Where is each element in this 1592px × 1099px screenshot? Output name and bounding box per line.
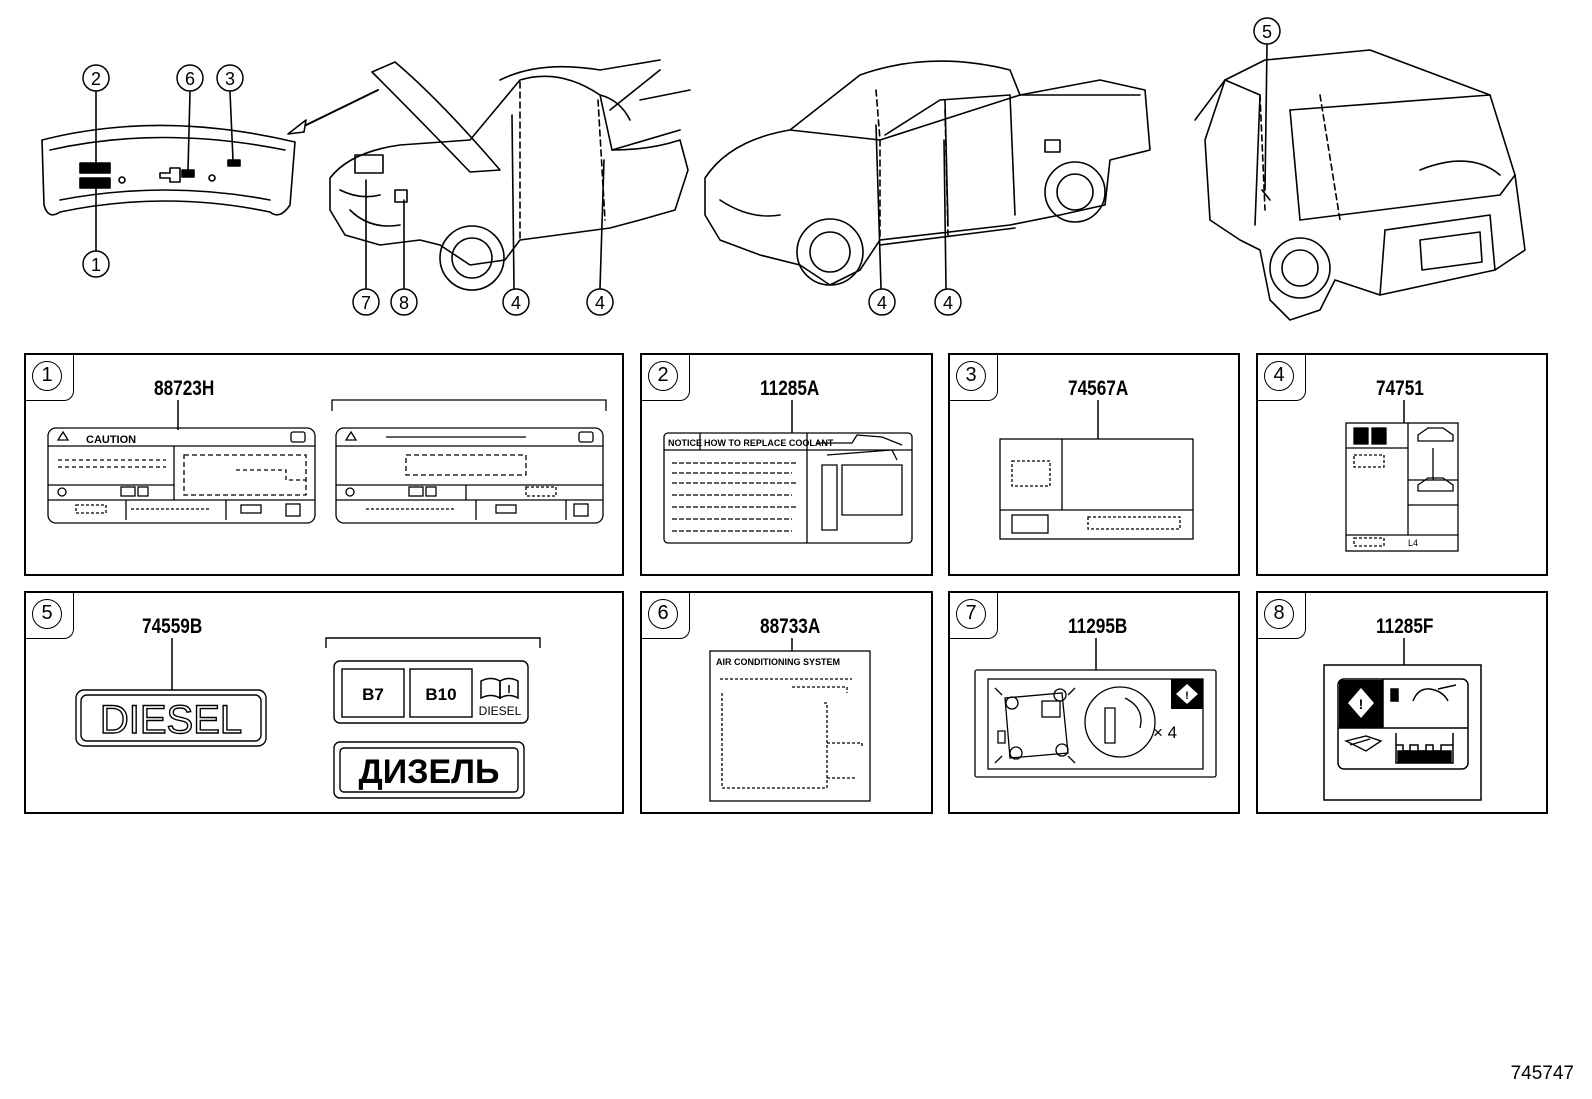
part-number: 11285F	[1376, 615, 1434, 638]
panel-number: 5	[32, 599, 62, 629]
panel-5: 5 74559B DIESEL B7 B10 DIESEL	[24, 591, 624, 814]
panel-number: 1	[32, 361, 62, 391]
callout-7-label: 7	[361, 293, 371, 313]
diesel-small-label: DIESEL	[479, 704, 522, 718]
warning-diamond-icon	[1176, 684, 1198, 704]
label-88733a-drawing: AIR CONDITIONING SYSTEM	[709, 638, 871, 802]
b10-badge: B10	[425, 685, 456, 704]
panel-number: 2	[648, 361, 678, 391]
panel-3: 3 74567A	[948, 353, 1240, 576]
times-four-label: × 4	[1153, 723, 1177, 742]
truck-front-side-drawing	[704, 60, 1151, 286]
caution-label: CAUTION	[86, 434, 136, 446]
b7-badge: B7	[362, 685, 384, 704]
part-number: 11285A	[760, 377, 820, 400]
label-11285a-drawing: NOTICE HOW TO REPLACE COOLANT	[663, 400, 913, 544]
panel-corner	[642, 593, 690, 639]
panel-corner	[26, 593, 74, 639]
panel-corner	[26, 355, 74, 401]
refill-coolant-icon	[1390, 684, 1457, 702]
panel-corner	[642, 355, 690, 401]
label-11295b-drawing: ! × 4	[974, 638, 1217, 778]
dizel-emblem: ДИЗЕЛЬ	[359, 753, 500, 791]
callout-4-label: 4	[511, 293, 521, 313]
callout-6-label: 6	[185, 69, 195, 89]
panel-4: 4 74751 L4	[1256, 353, 1548, 576]
warning-exclamation-icon: !	[1185, 690, 1189, 702]
manual-book-icon	[480, 677, 519, 700]
callout-4-label: 4	[595, 293, 605, 313]
coolant-title: HOW TO REPLACE COOLANT	[704, 438, 834, 448]
part-number: 88723H	[154, 377, 215, 400]
panel-number: 4	[1264, 361, 1294, 391]
ac-system-title: AIR CONDITIONING SYSTEM	[716, 657, 840, 667]
manual-book-icon	[1343, 735, 1383, 752]
part-number: 74559B	[142, 615, 203, 638]
panel-2: 2 11285A NOTICE HOW TO REPLACE COOLANT	[640, 353, 933, 576]
part-number: 74567A	[1068, 377, 1129, 400]
callout-1-label: 1	[91, 255, 101, 275]
panel-number: 3	[956, 361, 986, 391]
vehicle-illustrations: 2 6 3 1 7 8 4 4 4 4 5	[41, 17, 1526, 321]
callout-4-label: 4	[943, 293, 953, 313]
label-74559b-drawing: DIESEL B7 B10 DIESEL ДИЗЕЛЬ	[75, 637, 541, 799]
panel-corner	[950, 355, 998, 401]
panel-corner	[1258, 593, 1306, 639]
truck-rear-drawing	[1194, 49, 1526, 321]
notice-label: NOTICE	[668, 438, 702, 448]
hood-panel-drawing	[41, 124, 296, 216]
panel-number: 6	[648, 599, 678, 629]
callout-8-label: 8	[399, 293, 409, 313]
callout-5-label: 5	[1262, 22, 1272, 42]
part-number: 11295B	[1068, 615, 1128, 638]
part-number: 74751	[1376, 377, 1424, 400]
callout-3-label: 3	[225, 69, 235, 89]
diagram-code: 745747	[1510, 1063, 1574, 1084]
label-88723h-drawing: CAUTION	[47, 399, 607, 524]
panel-number: 8	[1264, 599, 1294, 629]
callout-2-label: 2	[91, 69, 101, 89]
warning-exclamation-icon: !	[1359, 696, 1364, 712]
warning-diamond-icon	[1348, 688, 1374, 718]
panel-corner	[1258, 355, 1306, 401]
panel-8: 8 11285F !	[1256, 591, 1548, 814]
part-number: 88733A	[760, 615, 821, 638]
l4-label: L4	[1408, 538, 1418, 548]
diesel-emblem: DIESEL	[100, 698, 242, 742]
panel-6: 6 88733A AIR CONDITIONING SYSTEM	[640, 591, 933, 814]
panel-7: 7 11295B ! × 4	[948, 591, 1240, 814]
truck-hood-open-drawing	[329, 59, 691, 291]
label-74751-drawing: L4	[1345, 400, 1459, 552]
callout-4-label: 4	[877, 293, 887, 313]
panel-number: 7	[956, 599, 986, 629]
panel-corner	[950, 593, 998, 639]
reservoir-level-icon	[1395, 733, 1454, 764]
panel-1: 1 88723H	[24, 353, 624, 576]
label-74567a-drawing	[999, 400, 1194, 540]
label-11285f-drawing: !	[1323, 638, 1482, 801]
